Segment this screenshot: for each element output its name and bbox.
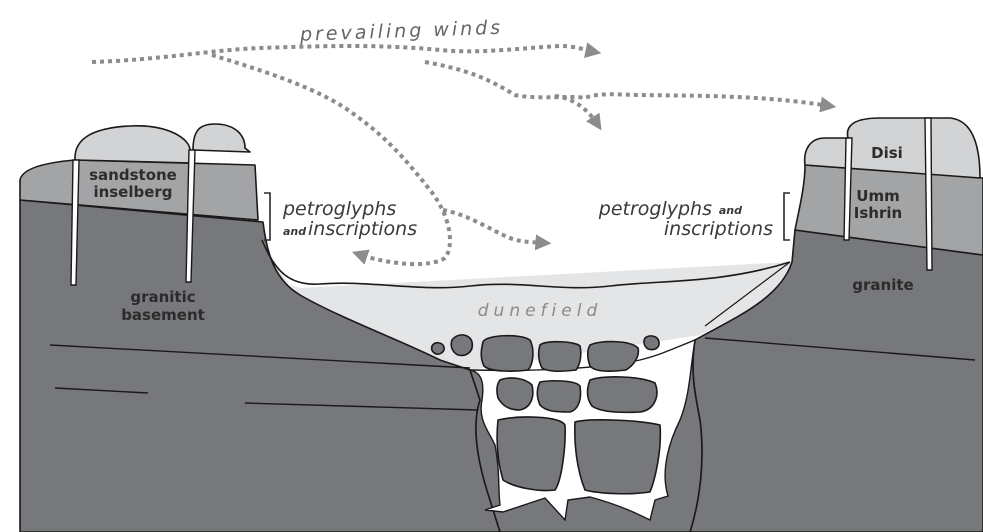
wind-arrow-center-right xyxy=(442,208,552,251)
bracket-left xyxy=(264,192,271,241)
crack-block-1 xyxy=(480,334,534,372)
label-petroglyphs-left: petroglyphs xyxy=(282,198,396,220)
crack-block-2 xyxy=(537,340,582,373)
label-and-right: and xyxy=(719,204,742,217)
bedding-line-3 xyxy=(244,402,479,411)
right-umm-ishrin-layer xyxy=(794,164,983,256)
bracket-right xyxy=(783,192,790,241)
label-prevailing-winds: prevailing winds xyxy=(299,17,504,46)
left-joint-1 xyxy=(70,159,80,286)
wind-arrow-mid-right xyxy=(424,60,837,113)
label-granitic: granitic xyxy=(130,288,195,306)
crack-block-5 xyxy=(430,341,445,355)
label-disi: Disi xyxy=(871,144,903,162)
crack-block-10 xyxy=(496,416,566,492)
bedding-line-2 xyxy=(54,387,149,394)
label-dunefield: dunefield xyxy=(478,301,602,321)
dunefield-sand xyxy=(262,240,791,370)
crack-block-4 xyxy=(450,334,474,357)
left-cap-block-1 xyxy=(74,125,193,164)
label-inselberg: inselberg xyxy=(93,183,172,201)
label-petroglyphs-right: petroglyphs xyxy=(598,198,712,220)
label-ishrin: Ishrin xyxy=(854,204,902,222)
right-joint-2 xyxy=(924,117,933,271)
wind-arrow-top-right xyxy=(91,42,602,64)
wind-arrow-branch-down xyxy=(554,94,602,131)
crack-block-8 xyxy=(586,376,658,414)
label-sandstone: sandstone xyxy=(89,166,177,184)
crack-block-6 xyxy=(643,335,660,351)
bedding-line-1 xyxy=(49,344,471,369)
label-basement: basement xyxy=(121,306,205,324)
crack-block-3 xyxy=(586,340,640,372)
label-and-left: and xyxy=(283,225,306,238)
label-granite: granite xyxy=(852,276,913,294)
label-inscriptions-right: inscriptions xyxy=(664,218,773,240)
right-joint-1 xyxy=(843,137,853,241)
crack-block-11 xyxy=(574,419,662,495)
label-inscriptions-left: inscriptions xyxy=(308,218,417,240)
left-cap-block-2 xyxy=(192,123,251,153)
wind-arrow-left-down xyxy=(211,53,452,267)
crack-block-9 xyxy=(536,380,582,413)
crack-block-7 xyxy=(496,377,534,411)
dune-surface-line xyxy=(261,239,791,289)
bedding-line-5 xyxy=(704,261,791,327)
label-umm: Umm xyxy=(856,187,899,205)
left-sandstone-layer xyxy=(19,159,259,221)
left-joint-2 xyxy=(185,149,196,283)
bedding-line-4 xyxy=(704,337,976,361)
